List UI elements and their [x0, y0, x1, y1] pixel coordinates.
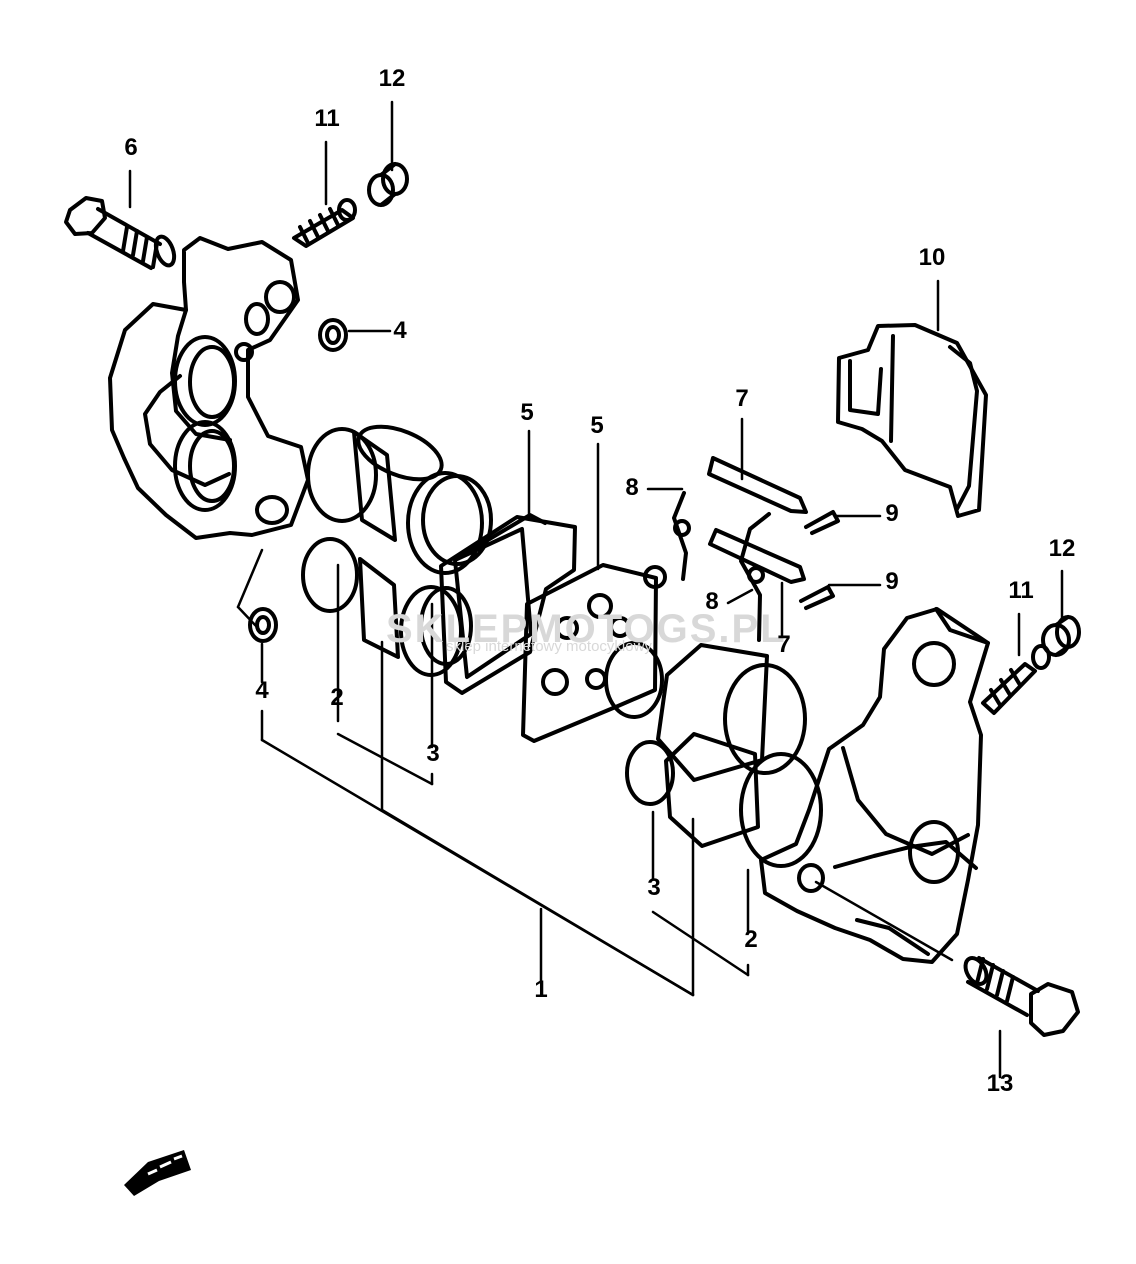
- bolt-13: [963, 956, 1080, 1037]
- label-7-top: 7: [735, 385, 748, 412]
- label-1: 1: [534, 976, 547, 1003]
- cap-12-right: [1041, 615, 1081, 657]
- label-13: 13: [987, 1070, 1014, 1097]
- label-5-left: 5: [520, 399, 533, 426]
- spring-8-bottom: [739, 512, 771, 642]
- clip-9-top: [804, 510, 840, 535]
- cap-12-top: [367, 162, 409, 207]
- label-9-bottom: 9: [885, 568, 898, 595]
- label-2-left: 2: [330, 684, 343, 711]
- label-8-bottom: 8: [705, 588, 718, 615]
- brake-pad-right: [521, 563, 667, 743]
- label-3-left: 3: [426, 740, 439, 767]
- spring-8-top: [672, 491, 691, 581]
- pad-cover-10: [836, 323, 988, 518]
- label-8-top: 8: [625, 474, 638, 501]
- label-10: 10: [919, 244, 946, 271]
- label-4-bottom: 4: [255, 677, 269, 704]
- watermark-sub: sklep internetowy motocyklowy: [446, 638, 652, 655]
- label-2-right: 2: [744, 926, 757, 953]
- label-6: 6: [124, 134, 137, 161]
- front-arrow-icon: [124, 1150, 191, 1196]
- watermark-main: SKLEPMOTOGS.PL: [386, 607, 787, 651]
- right-caliper-body: [759, 607, 990, 964]
- pin-7-top: [707, 456, 808, 514]
- washer-4-bottom: [248, 607, 278, 643]
- brake-pad-left: [439, 513, 577, 695]
- part-labels: 6 11 12 4 5 5 7 8 9 8 7 9 10 11 12 4 2 3 3 2 1 13: [124, 65, 1075, 1097]
- left-caliper-body: [108, 236, 310, 540]
- label-4-top: 4: [393, 317, 407, 344]
- bolt-6: [64, 196, 177, 270]
- watermark: SKLEPMOTOGS.PL sklep internetowy motocyk…: [386, 607, 787, 655]
- label-7-bottom: 7: [777, 631, 790, 658]
- left-piston-seals: [301, 424, 493, 677]
- pin-7-bottom: [708, 528, 806, 584]
- label-5-right: 5: [590, 412, 603, 439]
- washer-4-top: [318, 318, 348, 352]
- label-12-right: 12: [1049, 535, 1076, 562]
- right-piston-seals: [604, 641, 823, 868]
- label-12-top: 12: [379, 65, 406, 92]
- label-11-top: 11: [314, 105, 339, 132]
- bleeder-screw-11-top: [292, 198, 357, 248]
- bleeder-screw-11-right: [981, 644, 1051, 715]
- leader-lines: [128, 100, 1064, 1079]
- clip-9-bottom: [799, 585, 835, 610]
- label-9-top: 9: [885, 500, 898, 527]
- label-3-right: 3: [647, 874, 660, 901]
- label-11-right: 11: [1008, 577, 1033, 604]
